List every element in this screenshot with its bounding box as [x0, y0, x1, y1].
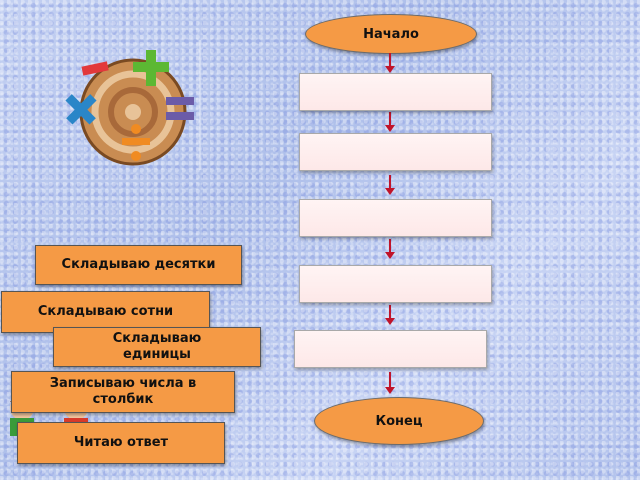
flow-slot-1[interactable]: [299, 73, 492, 111]
flow-arrow: [385, 372, 395, 394]
flow-slot-5[interactable]: [294, 330, 487, 368]
card-add-units[interactable]: Складываю единицы: [53, 327, 261, 367]
card-label: Складываю десятки: [61, 257, 216, 272]
end-label: Конец: [375, 413, 423, 429]
card-add-hundreds[interactable]: Складываю сотни: [1, 291, 210, 333]
start-node: Начало: [305, 14, 477, 54]
card-write-in-column[interactable]: Записываю числа в столбик: [11, 371, 235, 413]
card-label: Читаю ответ: [73, 435, 169, 450]
math-symbols-icon: [65, 40, 201, 170]
flow-arrow: [385, 175, 395, 195]
flow-arrow: [385, 53, 395, 73]
flow-arrow: [385, 239, 395, 259]
end-node: Конец: [314, 397, 484, 445]
flow-slot-4[interactable]: [299, 265, 492, 303]
card-add-tens[interactable]: Складываю десятки: [35, 245, 242, 285]
flow-arrow: [385, 112, 395, 132]
card-label: Складываю сотни: [37, 304, 174, 319]
start-label: Начало: [363, 26, 419, 42]
card-label: Записываю числа в столбик: [49, 376, 197, 407]
card-read-answer[interactable]: Читаю ответ: [17, 422, 225, 464]
card-label: Складываю единицы: [112, 331, 202, 362]
flow-slot-3[interactable]: [299, 199, 492, 237]
flow-slot-2[interactable]: [299, 133, 492, 171]
flow-arrow: [385, 305, 395, 325]
